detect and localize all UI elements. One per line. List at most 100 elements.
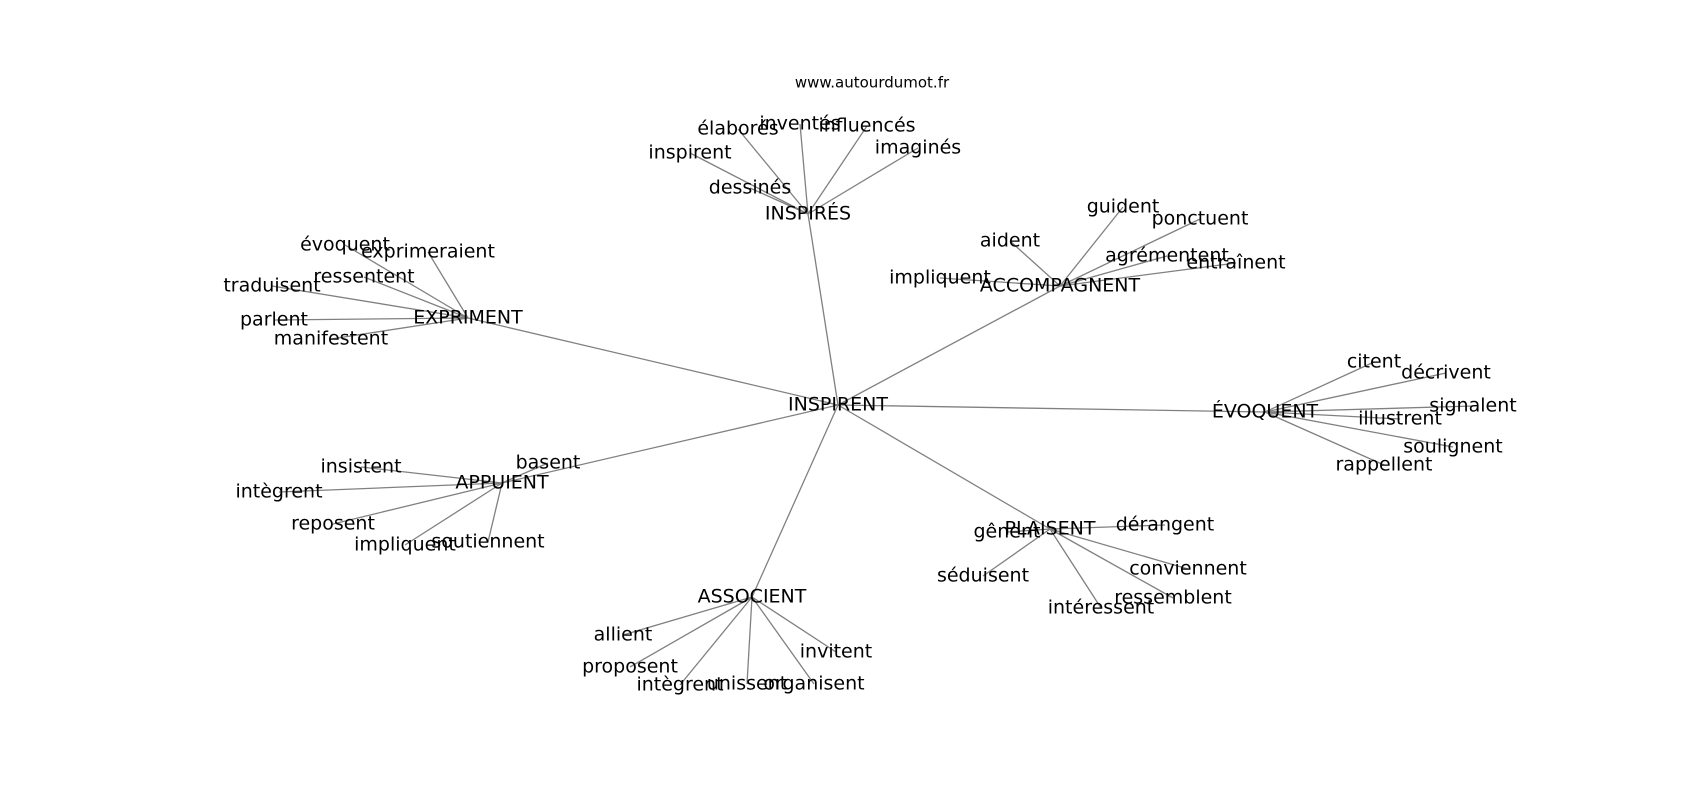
- leaf-node-agrementent: agrémentent: [1105, 245, 1229, 267]
- edge-associent-invitent: [751, 596, 837, 653]
- leaf-node-derangent: dérangent: [1116, 514, 1215, 536]
- leaf-node-traduisent: traduisent: [223, 275, 320, 297]
- edge-center-inspires: [807, 213, 839, 406]
- edge-appuient-basent: [501, 462, 549, 484]
- edge-expriment-exprimeraient: [427, 251, 469, 319]
- leaf-node-exprimeraient: exprimeraient: [361, 241, 495, 263]
- edge-evoquent-citent: [1264, 361, 1375, 413]
- leaf-node-insistent: insistent: [320, 456, 401, 478]
- edge-accompagnent-aident: [1009, 240, 1061, 287]
- leaf-node-organisent: organisent: [763, 673, 864, 695]
- center-node-inspirent: INSPIRENT: [788, 394, 888, 416]
- edge-associent-proposent: [629, 596, 753, 668]
- edge-center-evoquent: [837, 404, 1266, 413]
- leaf-node-rappellent: rappellent: [1335, 454, 1432, 476]
- edge-appuient-reposent: [332, 482, 503, 525]
- edge-evoquent-rappellent: [1264, 411, 1385, 466]
- hub-node-expriment: EXPRIMENT: [413, 307, 523, 329]
- leaf-node-invitent: invitent: [800, 641, 872, 663]
- leaf-node-influences: influencés: [818, 115, 915, 137]
- graph-edges: [271, 123, 1474, 686]
- leaf-node-ponctuent: ponctuent: [1152, 208, 1249, 230]
- edge-evoquent-illustrent: [1264, 411, 1401, 420]
- edge-appuient-soutiennent: [487, 482, 503, 543]
- edge-center-accompagnent: [837, 285, 1061, 406]
- leaf-node-inspirent: inspirent: [648, 142, 731, 164]
- hub-node-accompagnent: ACCOMPAGNENT: [980, 275, 1141, 297]
- leaf-node-soutiennent: soutiennent: [431, 531, 544, 553]
- edge-plaisent-conviennent: [1049, 528, 1189, 570]
- edge-expriment-traduisent: [271, 285, 469, 319]
- edge-associent-organisent: [751, 596, 815, 685]
- edge-center-associent: [751, 404, 839, 598]
- leaf-node-guident: guident: [1087, 196, 1160, 218]
- edge-accompagnent-impliquent: [939, 277, 1061, 287]
- edge-evoquent-soulignent: [1264, 411, 1454, 448]
- edge-inspires-inventes: [799, 123, 809, 215]
- leaf-node-allient: allient: [594, 624, 653, 646]
- leaf-node-citent: citent: [1347, 351, 1401, 373]
- leaf-node-integrent: intègrent: [235, 481, 322, 503]
- leaf-node-basent: basent: [516, 452, 581, 474]
- edge-accompagnent-ponctuent: [1059, 218, 1201, 287]
- edge-center-appuient: [501, 404, 839, 484]
- leaf-node-genent: gênent: [974, 521, 1041, 543]
- leaf-node-parlent: parlent: [240, 309, 308, 331]
- leaf-node-soulignent: soulignent: [1403, 436, 1502, 458]
- leaf-node-ressemblent: ressemblent: [1114, 587, 1232, 609]
- edge-inspires-inspirent: [689, 152, 809, 215]
- edge-center-expriment: [467, 317, 839, 406]
- leaf-node-seduisent: séduisent: [937, 565, 1029, 587]
- edge-accompagnent-guident: [1059, 206, 1124, 287]
- edge-accompagnent-agrementent: [1059, 255, 1168, 287]
- edge-appuient-impliquent: [404, 482, 503, 546]
- edge-plaisent-interessent: [1049, 528, 1102, 609]
- hub-node-associent: ASSOCIENT: [698, 586, 807, 608]
- edge-inspires-elabores: [737, 128, 809, 215]
- leaf-node-interessent: intéressent: [1048, 597, 1155, 619]
- hub-node-plaisent: PLAISENT: [1005, 518, 1096, 540]
- leaf-node-aident: aident: [980, 230, 1040, 252]
- leaf-node-signalent: signalent: [1429, 395, 1516, 417]
- edge-appuient-integrent: [278, 482, 503, 493]
- edge-expriment-manifestent: [330, 317, 469, 340]
- source-url: www.autourdumot.fr: [795, 74, 950, 92]
- edge-plaisent-derangent: [1049, 524, 1166, 530]
- leaf-node-entrainent: entraînent: [1186, 252, 1285, 274]
- leaf-node-manifestent: manifestent: [274, 328, 388, 350]
- hub-node-appuient: APPUIENT: [455, 472, 549, 494]
- leaf-node-imagines: imaginés: [875, 137, 961, 159]
- hub-node-evoquent: ÉVOQUENT: [1212, 400, 1319, 423]
- leaf-node-decrivent: décrivent: [1401, 362, 1491, 384]
- edge-inspires-imagines: [807, 147, 919, 215]
- leaf-node-inventes: inventés: [759, 113, 840, 135]
- leaf-node-reposent: reposent: [291, 513, 375, 535]
- hub-node-inspires: INSPIRÉS: [765, 202, 851, 225]
- edge-evoquent-signalent: [1264, 405, 1474, 413]
- edge-associent-allient: [622, 596, 753, 636]
- leaf-node-unissent: unissent: [707, 673, 787, 695]
- edge-associent-integrent: [679, 596, 753, 686]
- leaf-node-proposent: proposent: [582, 656, 678, 678]
- edge-appuient-insistent: [360, 466, 503, 484]
- leaf-node-ressentent: ressentent: [313, 266, 414, 288]
- edge-plaisent-ressemblent: [1049, 528, 1174, 599]
- edge-expriment-ressentent: [363, 276, 469, 319]
- edge-accompagnent-entrainent: [1059, 262, 1237, 287]
- edge-plaisent-genent: [1006, 528, 1051, 533]
- edge-inspires-dessines: [749, 187, 809, 215]
- leaf-node-elabores: élaborés: [697, 118, 778, 140]
- leaf-node-impliquent: impliquent: [354, 534, 456, 556]
- leaf-node-evoquent: évoquent: [300, 234, 390, 256]
- leaf-node-impliquent: impliquent: [889, 267, 991, 289]
- leaf-node-illustrent: illustrent: [1358, 408, 1442, 430]
- edge-expriment-evoquent: [344, 244, 469, 319]
- edge-expriment-parlent: [273, 317, 469, 321]
- leaf-node-dessines: dessinés: [709, 177, 791, 199]
- edge-inspires-influences: [807, 125, 868, 215]
- edge-evoquent-decrivent: [1264, 372, 1447, 413]
- edge-plaisent-seduisent: [982, 528, 1051, 577]
- leaf-node-conviennent: conviennent: [1129, 558, 1247, 580]
